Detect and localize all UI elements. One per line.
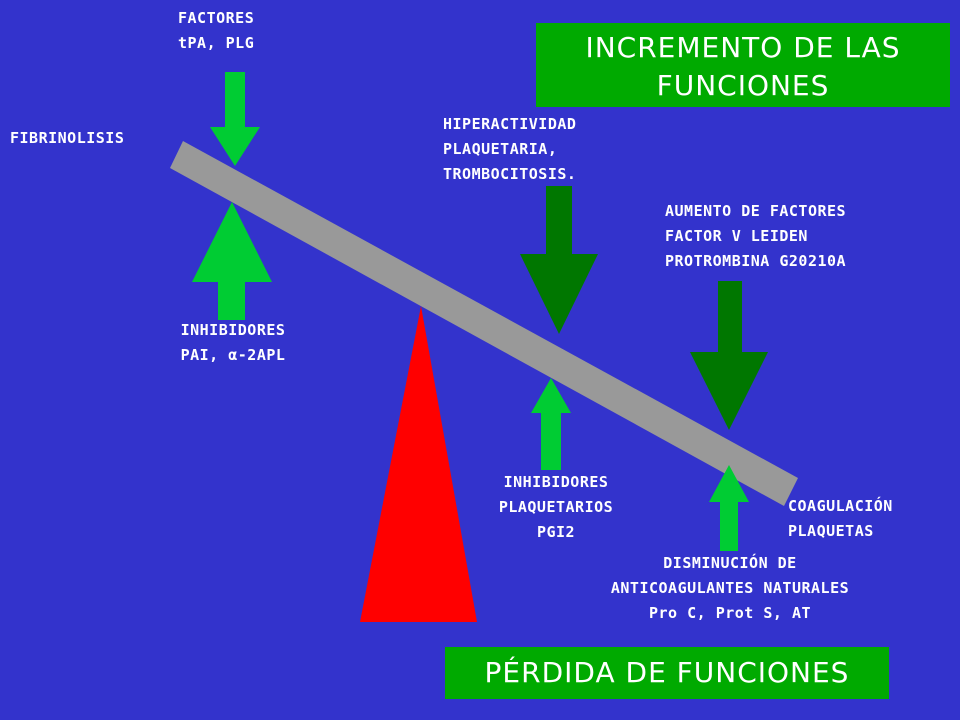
label-disminucion-line1: DISMINUCIÓN DE [663, 554, 797, 572]
label-aumento-line3: PROTROMBINA G20210A [665, 252, 847, 270]
incremento-line2: FUNCIONES [656, 69, 830, 102]
label-inhibidores-line2: PAI, α-2APL [180, 346, 286, 364]
fulcrum-triangle [360, 306, 477, 622]
incremento-box: INCREMENTO DE LAS FUNCIONES [536, 23, 950, 107]
arrow-down-factores [210, 72, 260, 166]
label-inhibidores-plaquetarios: INHIBIDORES PLAQUETARIOS PGI2 [466, 470, 646, 545]
label-disminucion: DISMINUCIÓN DE ANTICOAGULANTES NATURALES… [540, 551, 920, 626]
arrow-up-inhibidores [192, 202, 272, 320]
arrow-down-hiperactividad [520, 186, 598, 334]
label-factores: FACTORES tPA, PLG [178, 6, 254, 56]
label-hiperactividad-line2: PLAQUETARIA, [443, 140, 558, 158]
label-aumento-line2: FACTOR V LEIDEN [665, 227, 808, 245]
label-coagulacion-line2: PLAQUETAS [788, 522, 874, 540]
label-aumento-line1: AUMENTO DE FACTORES [665, 202, 847, 220]
arrow-up-inhibidores-plaquetarios [531, 378, 571, 470]
label-aumento: AUMENTO DE FACTORES FACTOR V LEIDEN PROT… [665, 199, 846, 274]
incremento-line1: INCREMENTO DE LAS [585, 31, 901, 64]
label-coagulacion-line1: COAGULACIÓN [788, 497, 893, 515]
perdida-box: PÉRDIDA DE FUNCIONES [445, 647, 889, 699]
label-inhibidores-plaquetarios-line2: PLAQUETARIOS [498, 498, 614, 516]
label-factores-line2: tPA, PLG [178, 34, 255, 52]
arrow-down-aumento [690, 281, 768, 430]
label-hiperactividad-line3: TROMBOCITOSIS. [443, 165, 577, 183]
label-inhibidores-line1: INHIBIDORES [180, 321, 286, 339]
label-disminucion-line2: ANTICOAGULANTES NATURALES [610, 579, 850, 597]
label-inhibidores-plaquetarios-line1: INHIBIDORES [503, 473, 609, 491]
label-inhibidores: INHIBIDORES PAI, α-2APL [148, 318, 318, 368]
label-hiperactividad-line1: HIPERACTIVIDAD [443, 115, 577, 133]
label-fibrinolisis: FIBRINOLISIS [10, 129, 125, 147]
label-coagulacion: COAGULACIÓN PLAQUETAS [788, 494, 893, 544]
label-hiperactividad: HIPERACTIVIDAD PLAQUETARIA, TROMBOCITOSI… [443, 112, 576, 187]
arrow-up-disminucion [709, 465, 749, 551]
label-factores-line1: FACTORES [178, 9, 255, 27]
label-inhibidores-plaquetarios-line3: PGI2 [536, 523, 576, 541]
label-disminucion-line3: Pro C, Prot S, AT [648, 604, 812, 622]
balance-beam [170, 141, 798, 506]
